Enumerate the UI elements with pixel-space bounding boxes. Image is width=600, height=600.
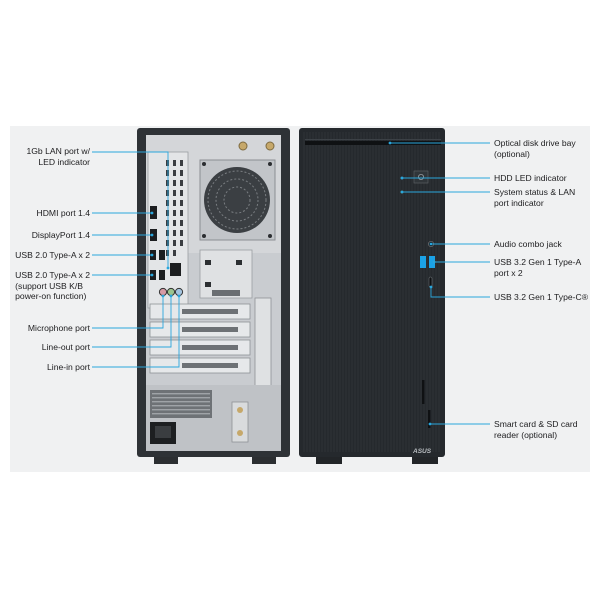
label-lan: 1Gb LAN port w/ LED indicator — [26, 146, 90, 167]
front-view: ASUS — [299, 128, 445, 464]
brand-logo: ASUS — [412, 448, 432, 455]
label-linein: Line-in port — [47, 362, 90, 372]
displayport-port — [150, 229, 157, 241]
card-reader-slot-2 — [428, 410, 431, 428]
label-usb32-c: USB 3.2 Gen 1 Type-C® — [494, 292, 589, 302]
label-usb32-a: USB 3.2 Gen 1 Type-A port x 2 — [494, 257, 582, 278]
callout-lines — [92, 142, 490, 425]
label-card-reader: Smart card & SD card reader (optional) — [494, 419, 578, 440]
label-status-led: System status & LAN port indicator — [494, 187, 576, 208]
label-usb20-b: USB 2.0 Type-A x 2 (support USB K/B powe… — [15, 270, 90, 302]
hdmi-port — [150, 206, 157, 219]
label-optical-drive: Optical disk drive bay (optional) — [494, 138, 576, 159]
usb32-port-2 — [429, 256, 435, 268]
usb32-port-1 — [420, 256, 426, 268]
usb20-port-b2 — [159, 270, 165, 280]
linein-jack — [174, 287, 184, 297]
usb20-port-a2 — [159, 250, 165, 260]
label-usb20-a: USB 2.0 Type-A x 2 — [15, 250, 90, 260]
label-mic: Microphone port — [27, 323, 90, 333]
label-hdmi: HDMI port 1.4 — [36, 208, 91, 218]
mic-jack — [158, 287, 168, 297]
rear-fan — [204, 167, 270, 233]
callout-line-lineout — [92, 296, 172, 348]
lineout-jack — [166, 287, 176, 297]
callout-line-mic — [92, 296, 164, 329]
usbc-port — [428, 276, 433, 288]
callout-line-lan — [92, 151, 169, 268]
card-reader-slot-1 — [422, 380, 425, 404]
label-lineout: Line-out port — [41, 342, 90, 352]
lan-port — [170, 263, 181, 276]
callout-line-linein — [92, 296, 180, 368]
power-button — [413, 170, 429, 184]
label-audio-jack: Audio combo jack — [494, 239, 562, 249]
label-displayport: DisplayPort 1.4 — [31, 230, 90, 240]
callout-line-usb32c — [430, 287, 490, 298]
label-hdd-led: HDD LED indicator — [494, 173, 567, 183]
expansion-slots — [149, 303, 251, 374]
optical-drive-slot — [305, 141, 441, 145]
rear-view — [137, 128, 290, 464]
